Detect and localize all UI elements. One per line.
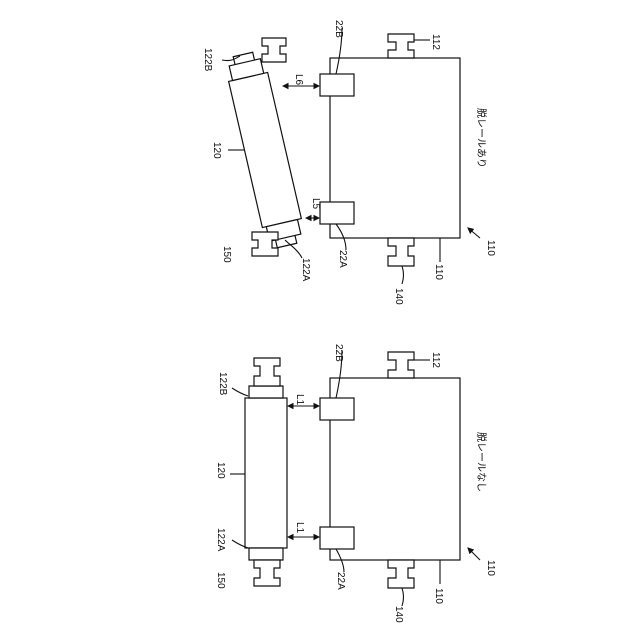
top-view: L6 L5 122B 120 150 122A 22B 22A 112 140 …: [202, 20, 496, 305]
label-120-top: 120: [211, 142, 222, 159]
label-122A-top: 122A: [300, 258, 311, 282]
leader-122B-bottom: [232, 388, 248, 396]
block-22B-bottom: [320, 398, 354, 420]
label-22A-bottom: 22A: [335, 572, 346, 590]
label-122B-bottom: 122B: [217, 372, 228, 396]
guide-140-bottom: [388, 560, 414, 588]
guide-150-bottom: [254, 560, 280, 586]
label-122B-top: 122B: [202, 48, 213, 72]
guide-112-top: [388, 34, 414, 58]
label-150-top: 150: [221, 246, 232, 263]
guide-140-top: [388, 238, 414, 266]
leader-140-bottom: [402, 588, 404, 606]
label-110-top: 110: [485, 240, 496, 256]
label-22A-top: 22A: [337, 250, 348, 268]
leader-140-top: [402, 266, 404, 284]
label-150-bottom: 150: [215, 572, 226, 589]
dim-L6-label: L6: [293, 74, 304, 86]
caption-bottom: 脱レールなし: [475, 432, 488, 492]
bottom-view: L1 L1 122B 120 122A 150 22B 22A 112 140 …: [215, 344, 496, 623]
guide-upper-bottom: [254, 358, 280, 386]
label-112-top: 112: [430, 34, 441, 50]
guide-112-bottom: [388, 352, 414, 378]
dim-L1-top-label: L1: [294, 394, 305, 406]
roller-120-bottom: [245, 398, 287, 548]
caption-top: 脱レールあり: [475, 108, 488, 168]
dim-L5-label: L5: [310, 198, 321, 210]
block-22A-top: [320, 202, 354, 224]
label-110-frame-top: 110: [433, 264, 444, 280]
label-122A-bottom: 122A: [215, 528, 226, 552]
label-120-bottom: 120: [215, 462, 226, 479]
leader-110-bottom: [468, 548, 480, 560]
label-112-bottom: 112: [430, 352, 441, 368]
label-110-frame-bottom: 110: [433, 588, 444, 604]
dim-L1-bottom-label: L1: [294, 522, 305, 534]
guide-upper-top: [262, 38, 286, 62]
label-110-bottom: 110: [485, 560, 496, 576]
cap-122B-bottom: [249, 386, 283, 398]
leader-110-top: [468, 228, 480, 238]
block-22B-top: [320, 74, 354, 96]
block-22A-bottom: [320, 527, 354, 549]
label-22B-top: 22B: [333, 20, 344, 38]
guide-150-top: [252, 232, 278, 256]
label-140-bottom: 140: [393, 606, 404, 623]
cap-122A-bottom: [249, 548, 283, 560]
label-22B-bottom: 22B: [333, 344, 344, 362]
label-140-top: 140: [393, 288, 404, 305]
